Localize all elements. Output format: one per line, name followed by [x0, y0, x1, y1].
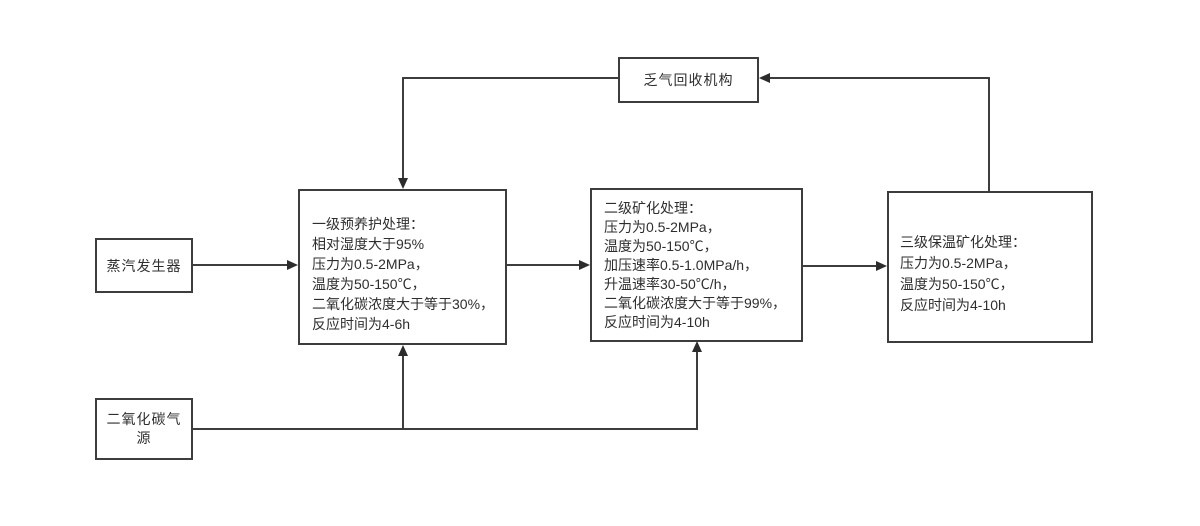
- connector-co2-branch-stage1-vertical: [402, 356, 404, 430]
- connector-recovery-to-stage1-horizontal: [402, 77, 618, 79]
- connector-stage3-to-recovery-horizontal: [770, 77, 990, 79]
- node-steam-generator-label: 蒸汽发生器: [106, 257, 182, 274]
- node-stage1-text: 一级预养护处理： 相对湿度大于95% 压力为0.5-2MPa， 温度为50-15…: [312, 216, 495, 332]
- connector-stage2-to-stage3: [803, 265, 877, 267]
- node-stage3-text: 三级保温矿化处理： 压力为0.5-2MPa， 温度为50-150℃， 反应时间为…: [900, 234, 1026, 313]
- connector-co2-branch-stage2-vertical: [696, 352, 698, 430]
- node-steam-generator: 蒸汽发生器: [95, 238, 193, 293]
- node-exhaust-gas-recovery-label: 乏气回收机构: [643, 72, 734, 88]
- connector-steam-to-stage1: [193, 264, 288, 266]
- node-exhaust-gas-recovery: 乏气回收机构: [618, 57, 759, 103]
- arrowhead-co2-to-stage2: [692, 341, 702, 352]
- connector-stage3-to-recovery-vertical: [988, 77, 990, 191]
- arrowhead-stage3-to-recovery: [759, 73, 770, 83]
- arrowhead-stage2-to-stage3: [876, 261, 887, 271]
- arrowhead-recovery-to-stage1: [398, 178, 408, 189]
- node-stage3-insulated-mineralization: 三级保温矿化处理： 压力为0.5-2MPa， 温度为50-150℃， 反应时间为…: [887, 191, 1093, 343]
- node-co2-gas-source: 二氧化碳气源: [95, 398, 193, 460]
- arrowhead-steam-to-stage1: [287, 260, 298, 270]
- node-stage2-mineralization: 二级矿化处理： 压力为0.5-2MPa， 温度为50-150℃， 加压速率0.5…: [590, 188, 803, 342]
- connector-stage1-to-stage2: [507, 264, 580, 266]
- node-stage1-precuring: 一级预养护处理： 相对湿度大于95% 压力为0.5-2MPa， 温度为50-15…: [298, 189, 507, 345]
- connector-co2-main-horizontal: [193, 428, 698, 430]
- arrowhead-stage1-to-stage2: [579, 260, 590, 270]
- arrowhead-co2-to-stage1: [398, 345, 408, 356]
- connector-recovery-to-stage1-vertical: [402, 77, 404, 179]
- node-stage2-text: 二级矿化处理： 压力为0.5-2MPa， 温度为50-150℃， 加压速率0.5…: [604, 200, 787, 330]
- node-co2-gas-source-label: 二氧化碳气源: [106, 411, 182, 446]
